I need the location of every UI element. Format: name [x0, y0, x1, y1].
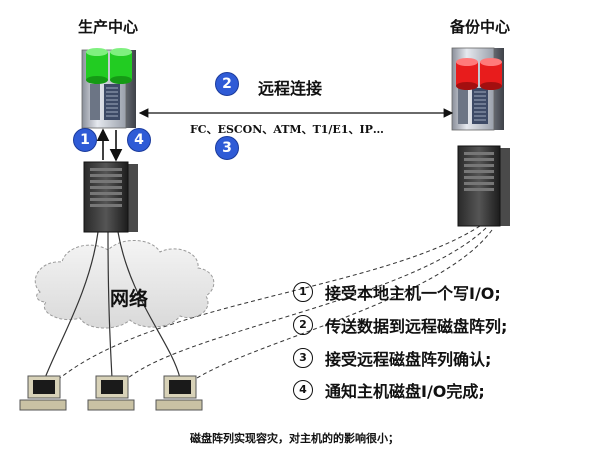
primary-disks: [86, 48, 132, 84]
backup-disks: [456, 58, 502, 90]
client-pc-3: [155, 375, 203, 411]
step-item-3: 3 接受远程磁盘阵列确认;: [293, 346, 491, 370]
backup-site-label: 备份中心: [450, 18, 511, 36]
step-badge-3: 3: [215, 136, 239, 160]
step-item-4: 4 通知主机磁盘I/O完成;: [293, 378, 485, 402]
step-text: 传送数据到远程磁盘阵列;: [325, 317, 508, 336]
backup-host-server: [457, 145, 510, 227]
step-item-2: 2 传送数据到远程磁盘阵列;: [293, 313, 507, 337]
step-text: 接受本地主机一个写I/O;: [325, 284, 501, 303]
step-number: 3: [293, 348, 313, 368]
client-pc-2: [87, 375, 135, 411]
step-badge-2: 2: [215, 72, 239, 96]
primary-site-label: 生产中心: [78, 18, 139, 36]
primary-storage-array: [81, 48, 136, 129]
primary-host-server: [83, 161, 138, 233]
step-number: 1: [293, 282, 313, 302]
step-badge-1: 1: [73, 128, 97, 152]
step-number: 2: [293, 315, 313, 335]
network-cloud: [34, 239, 215, 329]
diagram-caption: 磁盘阵列实现容灾，对主机的的影响很小；: [190, 432, 399, 445]
backup-storage-array: [451, 47, 504, 131]
link-protocols: FC、ESCON、ATM、T1/E1、IP…: [190, 123, 384, 136]
client-pc-1: [19, 375, 67, 411]
primary-network-links: [44, 231, 181, 379]
step-item-1: 1 接受本地主机一个写I/O;: [293, 280, 501, 304]
step-text: 接受远程磁盘阵列确认;: [325, 350, 492, 369]
step-number: 4: [293, 380, 313, 400]
network-label: 网络: [110, 288, 149, 310]
step-badge-4: 4: [127, 128, 151, 152]
remote-link-label: 远程连接: [258, 79, 323, 98]
backup-network-links: [59, 225, 493, 379]
step-text: 通知主机磁盘I/O完成;: [325, 382, 485, 401]
